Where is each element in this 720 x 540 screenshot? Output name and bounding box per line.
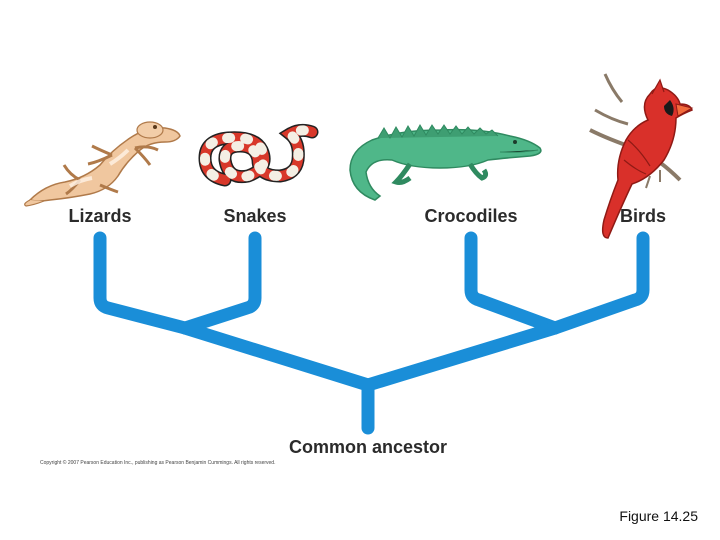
copyright-notice: Copyright © 2007 Pearson Education Inc.,… [40,460,276,466]
taxon-label-birds: Birds [619,206,667,226]
figure-caption: Figure 14.25 [619,508,698,524]
taxon-label-crocodiles: Crocodiles [424,206,518,226]
taxon-label-snakes: Snakes [223,206,287,226]
branch-crocodiles [464,231,562,335]
tree-branches [93,231,650,435]
branch-archosaurs [361,321,562,392]
branch-birds [548,231,650,335]
gecko-illustration [24,121,181,207]
branch-snakes [178,231,262,335]
crocodile-illustration [349,123,542,201]
branch-lizards [93,231,192,335]
cardinal-illustration [589,73,694,239]
taxon-label-lizards: Lizards [68,206,132,226]
branch-lepidosaurs [178,321,375,392]
coral-snake-illustration [198,123,319,187]
root-label: Common ancestor [288,437,448,457]
